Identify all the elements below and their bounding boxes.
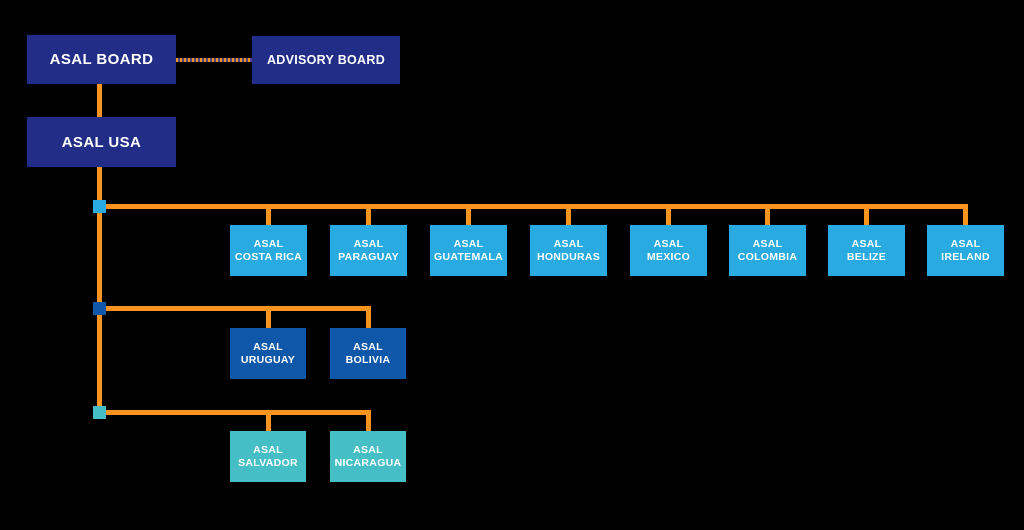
connector-stub-honduras xyxy=(566,207,571,225)
node-asal-paraguay: ASAL PARAGUAY xyxy=(330,225,407,276)
connector-elbow-ireland xyxy=(963,204,968,225)
node-asal-costa-rica: ASAL COSTA RICA xyxy=(230,225,307,276)
node-label: ASAL xyxy=(253,340,283,353)
connector-advisory-dotted xyxy=(176,58,252,62)
node-asal-guatemala: ASAL GUATEMALA xyxy=(430,225,507,276)
node-label: ASAL xyxy=(453,237,484,250)
node-label: ASAL xyxy=(253,443,283,456)
node-label: ASAL xyxy=(950,237,981,250)
connector-elbow-bolivia xyxy=(366,306,371,328)
connector-stub-uruguay xyxy=(266,309,271,328)
node-asal-mexico: ASAL MEXICO xyxy=(630,225,707,276)
node-asal-uruguay: ASAL URUGUAY xyxy=(230,328,306,379)
node-asal-colombia: ASAL COLOMBIA xyxy=(729,225,806,276)
node-asal-board: ASAL BOARD xyxy=(27,35,176,84)
node-label: GUATEMALA xyxy=(434,250,503,263)
node-label: COSTA RICA xyxy=(234,250,303,263)
node-label: ASAL xyxy=(253,237,284,250)
connector-stub-salvador xyxy=(266,413,271,431)
node-label: ASAL xyxy=(353,443,383,456)
node-label: ASAL xyxy=(553,237,584,250)
node-label: IRELAND xyxy=(941,250,990,263)
node-asal-salvador: ASAL SALVADOR xyxy=(230,431,306,482)
node-label: URUGUAY xyxy=(240,353,296,366)
node-label: BOLIVIA xyxy=(345,353,391,366)
node-asal-nicaragua: ASAL NICARAGUA xyxy=(330,431,406,482)
node-asal-belize: ASAL BELIZE xyxy=(828,225,905,276)
connector-stub-colombia xyxy=(765,207,770,225)
connector-stub-belize xyxy=(864,207,869,225)
node-label: SALVADOR xyxy=(238,456,298,469)
node-label: ASAL xyxy=(353,237,384,250)
connector-row3-horizontal xyxy=(100,410,371,415)
node-label: COLOMBIA xyxy=(737,250,798,263)
connector-stub-mexico xyxy=(666,207,671,225)
node-asal-honduras: ASAL HONDURAS xyxy=(530,225,607,276)
connector-board-usa xyxy=(97,84,102,117)
node-asal-ireland: ASAL IRELAND xyxy=(927,225,1004,276)
connector-row2-horizontal xyxy=(100,306,371,311)
node-asal-bolivia: ASAL BOLIVIA xyxy=(330,328,406,379)
branch-square-row2 xyxy=(93,302,106,315)
node-label: HONDURAS xyxy=(536,250,601,263)
node-label: MEXICO xyxy=(646,250,691,263)
connector-stub-paraguay xyxy=(366,207,371,225)
connector-elbow-nicaragua xyxy=(366,410,371,431)
node-label: PARAGUAY xyxy=(338,250,399,263)
node-advisory-board: ADVISORY BOARD xyxy=(252,36,400,84)
connector-stub-costa-rica xyxy=(266,207,271,225)
node-asal-usa: ASAL USA xyxy=(27,117,176,167)
branch-square-row3 xyxy=(93,406,106,419)
connector-row1-horizontal xyxy=(100,204,968,209)
node-label: BELIZE xyxy=(846,250,887,263)
node-label: ASAL xyxy=(353,340,383,353)
node-label: ASAL xyxy=(752,237,783,250)
node-label: NICARAGUA xyxy=(334,456,402,469)
connector-spine xyxy=(97,167,102,413)
connector-stub-guatemala xyxy=(466,207,471,225)
branch-square-row1 xyxy=(93,200,106,213)
node-label: ASAL xyxy=(851,237,882,250)
node-label: ASAL xyxy=(653,237,684,250)
